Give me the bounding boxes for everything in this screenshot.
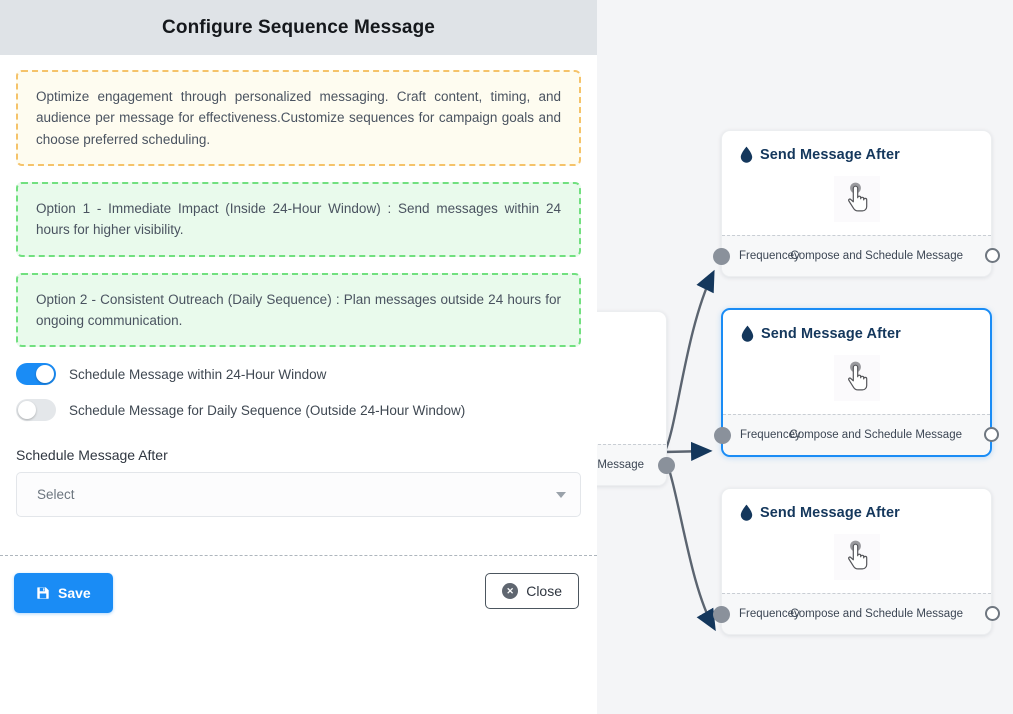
toggle-label-daily-sequence: Schedule Message for Daily Sequence (Out… <box>69 402 466 418</box>
panel-footer: Save ✕ Close <box>0 555 597 714</box>
save-button[interactable]: Save <box>14 573 113 613</box>
close-button-label: Close <box>526 583 562 599</box>
info-note-option-1: Option 1 - Immediate Impact (Inside 24-H… <box>16 181 581 257</box>
schedule-message-after-label: Schedule Message After <box>16 447 168 464</box>
node-foot-label-compose: Compose and Schedule Message <box>789 429 962 441</box>
node-foot-label-compose: Compose and Schedule Message <box>790 250 963 262</box>
node-foot-label-compose: Compose and Schedule Message <box>790 608 963 620</box>
upstream-node-foot-label: ce Message <box>597 459 644 471</box>
node-output-port[interactable] <box>984 427 999 442</box>
pointing-hand-icon <box>833 176 880 222</box>
node-title: Send Message After <box>761 325 901 342</box>
info-note-option-2: Option 2 - Consistent Outreach (Daily Se… <box>16 272 581 348</box>
water-drop-icon <box>741 325 754 342</box>
node-footer: Frequencey Compose and Schedule Message <box>713 593 1000 634</box>
node-input-port[interactable] <box>713 606 730 623</box>
select-value: Select <box>37 487 75 503</box>
node-header: Send Message After <box>722 131 991 163</box>
node-title: Send Message After <box>760 146 900 163</box>
node-body <box>723 342 990 414</box>
node-output-port[interactable] <box>985 248 1000 263</box>
page-title: Configure Sequence Message <box>162 16 435 38</box>
node-send-message-after-3[interactable]: Send Message After Frequencey Compose an… <box>713 488 1000 635</box>
panel-body: Optimize engagement through personalized… <box>0 55 597 555</box>
toggle-row-daily-sequence[interactable]: Schedule Message for Daily Sequence (Out… <box>16 399 581 422</box>
node-input-port[interactable] <box>713 248 730 265</box>
toggle-knob <box>36 365 54 384</box>
node-footer: Frequencey Compose and Schedule Message <box>713 235 1000 276</box>
upstream-node-output-port[interactable] <box>658 457 675 474</box>
flow-canvas[interactable]: ce Message Send Message After <box>597 0 1013 714</box>
toggle-switch-within-24h[interactable] <box>16 363 56 386</box>
close-circle-icon: ✕ <box>502 583 519 599</box>
upstream-node-footer: ce Message <box>597 444 675 485</box>
node-input-port[interactable] <box>714 427 731 444</box>
node-foot-label-frequency: Frequencey <box>739 250 800 262</box>
node-body <box>722 521 991 593</box>
edge-to-node-3 <box>662 454 716 632</box>
save-disk-icon <box>36 586 50 600</box>
chevron-down-icon <box>556 491 566 498</box>
toggle-row-within-24h[interactable]: Schedule Message within 24-Hour Window <box>16 363 581 386</box>
configure-sequence-panel: Configure Sequence Message Optimize enga… <box>0 0 597 714</box>
node-body <box>722 163 991 235</box>
node-foot-label-frequency: Frequencey <box>739 608 800 620</box>
toggle-label-within-24h: Schedule Message within 24-Hour Window <box>69 366 327 382</box>
toggle-switch-daily-sequence[interactable] <box>16 399 56 422</box>
node-output-port[interactable] <box>985 606 1000 621</box>
pointing-hand-icon <box>833 534 880 580</box>
schedule-message-after-field: Schedule Message After Select <box>16 447 581 518</box>
upstream-node-partial[interactable]: ce Message <box>597 311 675 486</box>
node-header: Send Message After <box>722 489 991 521</box>
pointing-hand-icon <box>833 355 880 401</box>
schedule-message-after-select[interactable]: Select <box>16 472 581 518</box>
node-send-message-after-1[interactable]: Send Message After Frequencey Compose an… <box>713 130 1000 277</box>
water-drop-icon <box>740 504 753 521</box>
close-button[interactable]: ✕ Close <box>485 573 579 609</box>
edge-to-node-1 <box>662 269 715 454</box>
node-title: Send Message After <box>760 504 900 521</box>
water-drop-icon <box>740 146 753 163</box>
panel-header: Configure Sequence Message <box>0 0 597 55</box>
toggle-knob <box>18 401 36 420</box>
info-note-overview: Optimize engagement through personalized… <box>16 70 581 166</box>
save-button-label: Save <box>58 585 91 601</box>
node-foot-label-frequency: Frequencey <box>740 429 801 441</box>
node-header: Send Message After <box>723 310 990 342</box>
edge-to-node-2 <box>663 441 713 461</box>
node-footer: Frequencey Compose and Schedule Message <box>714 414 999 455</box>
node-send-message-after-2[interactable]: Send Message After Frequencey Compose an… <box>714 308 999 457</box>
